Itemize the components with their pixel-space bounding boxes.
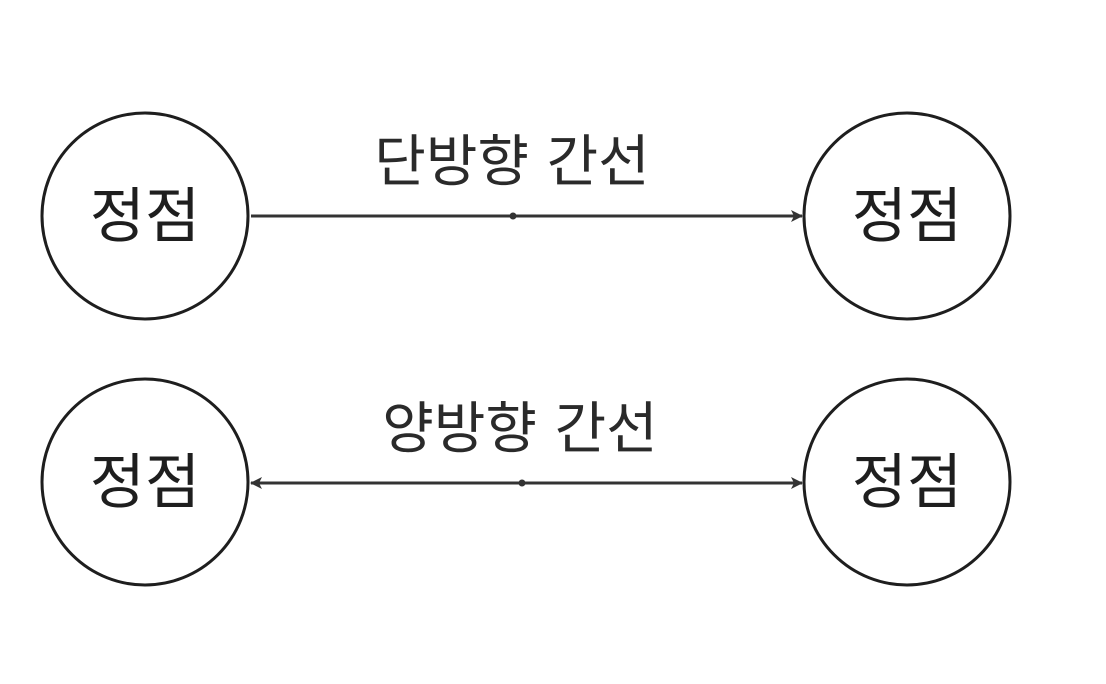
- node-bottom-right-label: 정점: [852, 448, 962, 518]
- edge-one-way: 단방향 간선: [251, 130, 803, 222]
- node-bottom-left-circle: [40, 377, 250, 587]
- edge-two-way-label: 양방향 간선: [382, 397, 657, 462]
- edge-one-way-midpoint: [509, 212, 517, 220]
- node-top-right: 정점: [802, 111, 1012, 321]
- node-top-left-circle: [40, 111, 250, 321]
- edge-two-way: 양방향 간선: [250, 397, 803, 489]
- node-bottom-left-label: 정점: [90, 448, 200, 518]
- node-top-left-label: 정점: [90, 182, 200, 252]
- node-bottom-right-circle: [802, 377, 1012, 587]
- node-top-right-label: 정점: [852, 182, 962, 252]
- edge-two-way-midpoint: [518, 479, 526, 487]
- edge-one-way-label: 단방향 간선: [374, 130, 649, 195]
- node-bottom-right: 정점: [802, 377, 1012, 587]
- node-top-left: 정점: [40, 111, 250, 321]
- node-bottom-left: 정점: [40, 377, 250, 587]
- node-top-right-circle: [802, 111, 1012, 321]
